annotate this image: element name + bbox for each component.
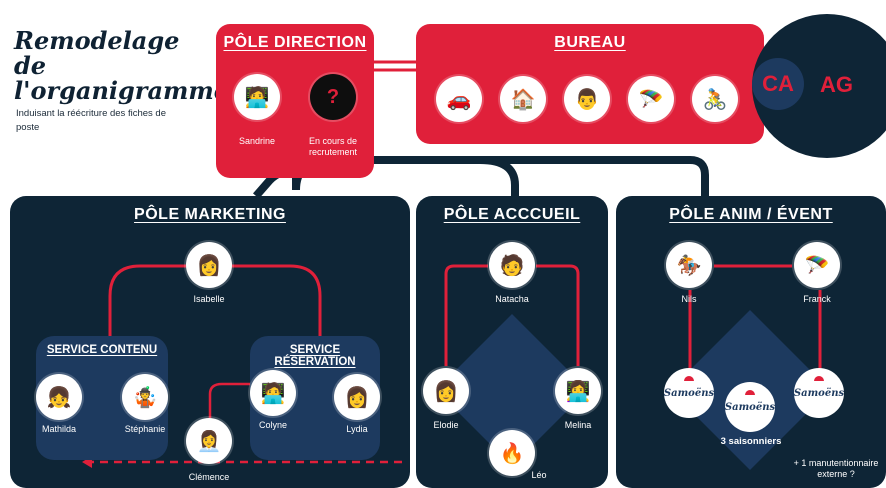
car-person-icon: 🚗: [436, 76, 482, 122]
external-staff-label: + 1 manutentionnaire externe ?: [793, 458, 879, 479]
samoens-logo-center: Samoëns: [725, 382, 775, 432]
pole-anim-panel: Pôle Anim / Évent 🏇 Nils 🪂 Franck Samoën…: [616, 196, 886, 488]
samoens-logo-left: Samoëns: [664, 368, 714, 418]
ca-badge: CA: [752, 58, 804, 110]
contenu-member-name: Mathilda: [41, 424, 77, 434]
seasonal-staff-label: 3 saisonniers: [720, 436, 782, 447]
bureau-panel: Bureau 🚗 🏠 👨 🪂 🚴: [416, 24, 764, 144]
anim-member-name: Franck: [803, 294, 831, 304]
accueil-member-name: Melina: [564, 420, 592, 430]
paraglider-icon: 🪂: [794, 242, 840, 288]
pole-anim-label: Pôle Anim / Évent: [669, 206, 833, 223]
horse-rider-icon: 🏇: [666, 242, 712, 288]
page-subtitle: Induisant la réécriture des fiches de po…: [16, 108, 166, 133]
service-contenu-panel: Service Contenu 👧 Mathilda 🤹 Stéphanie: [36, 336, 168, 460]
anim-member-name: Nils: [681, 294, 697, 304]
samoens-logo-right: Samoëns: [794, 368, 844, 418]
laptop-person-icon: 👩‍💻: [555, 368, 601, 414]
campfire-person-icon: 🔥: [489, 430, 535, 476]
pole-direction-panel: Pôle Direction 🧑‍💻 Sandrine ? En cours d…: [216, 24, 374, 178]
paraglider-icon: 🪂: [628, 76, 674, 122]
chalet-person-icon: 🏠: [500, 76, 546, 122]
ag-label: AG: [820, 72, 853, 97]
reservation-member-name: Colyne: [258, 420, 287, 430]
page-title: Remodelage de l'organigramme: [14, 26, 230, 105]
accueil-member-name: Léo: [531, 470, 547, 480]
desk-person-icon: 👩: [334, 374, 380, 420]
accueil-member-name: Natacha: [495, 294, 529, 304]
service-reservation-label: Service Réservation: [274, 344, 356, 368]
accueil-member-name: Elodie: [433, 420, 459, 430]
juggler-icon: 🤹: [122, 374, 168, 420]
contenu-member-name: Stéphanie: [124, 424, 166, 434]
bureau-label: Bureau: [554, 34, 626, 51]
woman-standing-icon: 👩: [186, 242, 232, 288]
service-contenu-label: Service Contenu: [46, 344, 158, 356]
direction-member-name: Sandrine: [238, 136, 276, 146]
person-icon: 👧: [36, 374, 82, 420]
desk-person-icon: 👨: [564, 76, 610, 122]
laptop-plant-icon: 🧑‍💻: [250, 370, 296, 416]
direction-member-name: En cours de recrutement: [308, 136, 358, 157]
question-person-icon: ?: [310, 74, 356, 120]
marketing-shared-name: Clémence: [188, 472, 230, 482]
pole-marketing-panel: Pôle Marketing 👩 Isabelle Service Conten…: [10, 196, 410, 488]
accueil-shapes: [436, 264, 588, 466]
service-reservation-panel: Service Réservation 🧑‍💻 Colyne 👩 Lydia: [250, 336, 380, 460]
pole-accueil-panel: Pôle Acccueil 🧑 Natacha 👩 Elodie 👩‍💻 Mel…: [416, 196, 608, 488]
pole-accueil-label: Pôle Acccueil: [443, 206, 581, 223]
marketing-lead-name: Isabelle: [193, 294, 225, 304]
desk-person-icon: 🧑: [489, 242, 535, 288]
person-laptop-icon: 🧑‍💻: [234, 74, 280, 120]
tree-mid: [479, 156, 519, 196]
pole-marketing-label: Pôle Marketing: [134, 206, 286, 223]
person-icon: 👩: [423, 368, 469, 414]
cyclist-icon: 🚴: [692, 76, 738, 122]
pole-direction-label: Pôle Direction: [223, 34, 367, 51]
desk-person-icon: 👩‍💼: [186, 418, 232, 464]
reservation-member-name: Lydia: [346, 424, 368, 434]
